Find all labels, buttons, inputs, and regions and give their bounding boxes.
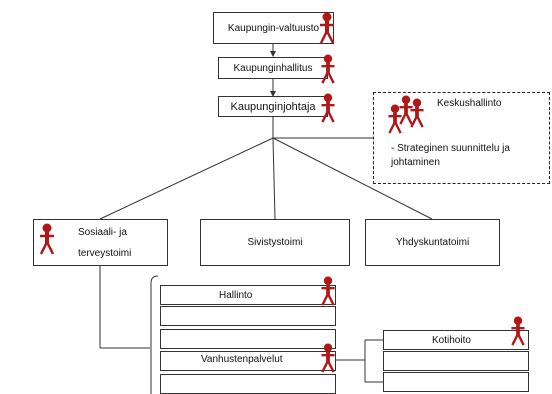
administration-label: Hallinto [219, 290, 253, 301]
social-label-1: Sosiaali- ja [78, 227, 127, 238]
community-box: Yhdyskuntatoimi [365, 219, 500, 266]
social-health-box: Sosiaali- ja terveystoimi [33, 219, 168, 266]
fan-social [99, 137, 274, 220]
administration-box: Hallinto [160, 285, 336, 305]
home-care-sub-box-1 [383, 351, 529, 371]
board-label: Kaupunginhallitus [233, 62, 313, 74]
fan-community [272, 137, 433, 220]
fan-education [272, 137, 276, 220]
administration-sub-box [160, 306, 336, 326]
person-icon [321, 343, 335, 373]
education-box: Sivistystoimi [200, 219, 350, 266]
person-icon [388, 104, 402, 134]
elderly-sub-box [160, 374, 336, 394]
central-admin-title: Keskushallinto [437, 98, 502, 109]
central-admin-desc-1: - Strateginen suunnittelu ja [391, 143, 510, 154]
central-admin-desc-2: johtaminen [391, 157, 440, 168]
mayor-box: Kaupunginjohtaja [218, 96, 328, 117]
elderly-label: Vanhustenpalvelut [201, 354, 283, 365]
person-icon [321, 93, 335, 123]
elderly-box: Vanhustenpalvelut [160, 351, 336, 371]
home-care-label: Kotihoito [432, 335, 471, 346]
person-icon [410, 98, 424, 128]
mayor-label: Kaupunginjohtaja [230, 100, 316, 113]
person-icon [399, 95, 413, 125]
person-icon [319, 12, 335, 44]
home-care-sub-box-2 [383, 372, 529, 392]
sub-bracket [150, 275, 159, 394]
sub-empty-box [160, 329, 336, 349]
person-icon [39, 223, 55, 255]
council-box: Kaupungin-valtuusto [213, 12, 334, 44]
social-label-2: terveystoimi [78, 248, 132, 259]
person-icon [511, 316, 525, 346]
person-icon [321, 276, 335, 306]
person-icon [321, 54, 335, 84]
education-label: Sivistystoimi [247, 237, 303, 248]
central-admin-box: Keskushallinto - Strateginen suunnittelu… [373, 92, 550, 184]
home-care-box: Kotihoito [383, 330, 529, 350]
board-box: Kaupunginhallitus [218, 57, 328, 79]
council-label: Kaupungin-valtuusto [227, 22, 320, 34]
community-label: Yhdyskuntatoimi [395, 237, 470, 248]
